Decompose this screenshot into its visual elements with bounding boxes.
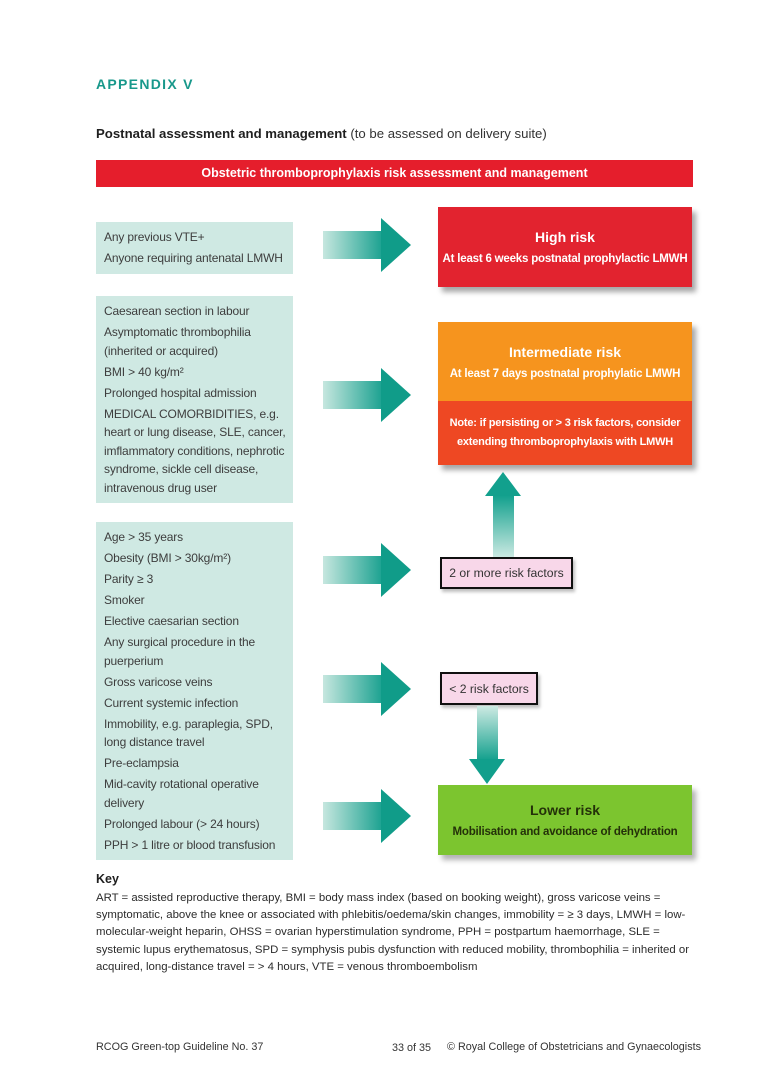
risk-factor-item: Any previous VTE+	[104, 230, 205, 244]
arrow-right-icon	[323, 662, 411, 716]
high-risk-title: High risk	[535, 229, 595, 245]
arrow-right-icon	[323, 789, 411, 843]
risk-factor-item: Parity ≥ 3	[104, 572, 154, 586]
footer-guideline-label: RCOG Green-top Guideline No. 37	[96, 1041, 264, 1053]
page-title-bold: Postnatal assessment and management	[96, 126, 347, 141]
flowchart-title-banner: Obstetric thromboprophylaxis risk assess…	[96, 160, 693, 187]
key-text: ART = assisted reproductive therapy, BMI…	[96, 892, 690, 973]
lower-risk-box: Lower risk Mobilisation and avoidance of…	[438, 785, 692, 855]
arrow-body	[323, 802, 381, 830]
intermediate-risk-box: Intermediate risk At least 7 days postna…	[438, 322, 692, 401]
arrow-head	[381, 368, 411, 422]
key-heading: Key	[96, 872, 119, 886]
arrow-head	[469, 759, 505, 784]
risk-factor-item: Prolonged hospital admission	[104, 385, 257, 400]
arrow-head	[381, 662, 411, 716]
arrow-body	[323, 381, 381, 409]
intermediate-risk-title: Intermediate risk	[508, 343, 622, 360]
arrow-head	[381, 789, 411, 843]
persisting-risk-note: Note: if persisting or > 3 risk factors,…	[438, 401, 692, 465]
high-risk-subtitle: At least 6 weeks postnatal prophylactic …	[442, 253, 688, 265]
risk-factor-item: Smoker	[104, 593, 145, 607]
arrow-body	[323, 556, 381, 584]
arrow-up-icon	[485, 472, 521, 558]
arrow-right-icon	[323, 543, 411, 597]
risk-factor-item: Gross varicose veins	[104, 674, 213, 689]
risk-factor-item: Prolonged labour (> 24 hours)	[104, 816, 260, 831]
criteria-box-lower-risk: Age > 35 years Obesity (BMI > 30kg/m²) P…	[96, 522, 293, 860]
criteria-box-intermediate-risk: Caesarean section in labour Asymptomatic…	[96, 296, 293, 503]
arrow-body	[492, 496, 514, 558]
risk-factor-item: Elective caesarian section	[104, 614, 239, 628]
less-than-two-risk-factors-box: < 2 risk factors	[440, 672, 538, 705]
risk-factor-item: Age > 35 years	[104, 530, 183, 544]
arrow-right-icon	[323, 218, 411, 272]
arrow-body	[323, 675, 381, 703]
footer-page-number: 33 of 35	[392, 1042, 432, 1054]
page-title-rest: (to be assessed on delivery suite)	[346, 126, 547, 141]
arrow-right-icon	[323, 368, 411, 422]
page-title: Postnatal assessment and management (to …	[96, 126, 547, 141]
intermediate-risk-subtitle: At least 7 days postnatal prophylatic LM…	[449, 367, 681, 380]
risk-factor-item: PPH > 1 litre or blood transfusion	[104, 837, 276, 852]
risk-factor-item: Pre-eclampsia	[104, 756, 179, 770]
criteria-box-high-risk: Any previous VTE+ Anyone requiring anten…	[96, 222, 293, 274]
lower-risk-title: Lower risk	[529, 802, 601, 818]
two-or-more-risk-factors-box: 2 or more risk factors	[440, 557, 573, 589]
risk-factor-item: Immobility, e.g. paraplegia, SPD, long d…	[104, 716, 273, 750]
risk-factor-item: Any surgical procedure in the puerperium	[104, 635, 256, 668]
arrow-head	[381, 543, 411, 597]
risk-factor-item: Asymptomatic thrombophilia (inherited or…	[104, 325, 251, 358]
footer-copyright: © Royal College of Obstetricians and Gyn…	[446, 1041, 701, 1053]
arrow-body	[476, 706, 498, 759]
risk-factor-item: Current systemic infection	[104, 695, 239, 710]
arrow-body	[323, 231, 381, 259]
appendix-heading: APPENDIX V	[96, 76, 194, 92]
intermediate-risk-group: Intermediate risk At least 7 days postna…	[438, 322, 692, 465]
lower-risk-subtitle: Mobilisation and avoidance of dehydratio…	[452, 826, 678, 838]
risk-factor-item: Caesarean section in labour	[104, 304, 250, 318]
risk-factor-item: Anyone requiring antenatal LMWH	[104, 251, 283, 265]
risk-factor-item: MEDICAL COMORBIDITIES, e.g. heart or lun…	[104, 406, 286, 495]
risk-factor-item: Mid-cavity rotational operative delivery	[104, 777, 259, 810]
high-risk-box: High risk At least 6 weeks postnatal pro…	[438, 207, 692, 287]
arrow-down-icon	[469, 706, 505, 784]
risk-factor-item: Obesity (BMI > 30kg/m²)	[104, 551, 231, 565]
arrow-head	[381, 218, 411, 272]
arrow-head	[485, 472, 521, 496]
risk-factor-item: BMI > 40 kg/m²	[104, 364, 184, 379]
